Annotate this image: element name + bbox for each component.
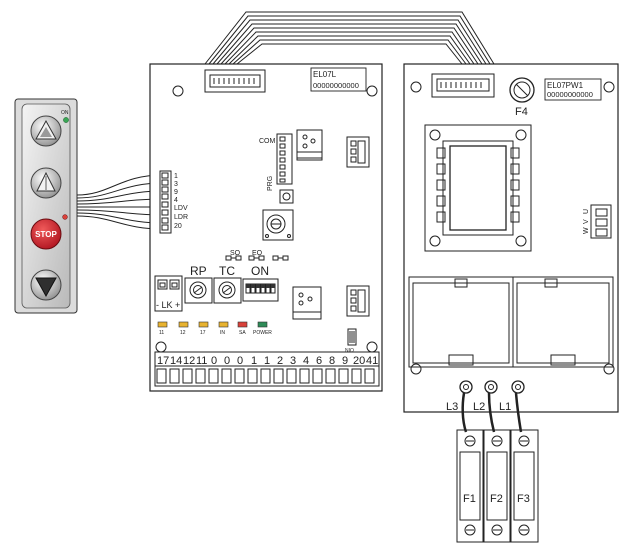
dip-switch[interactable]	[242, 278, 279, 302]
keypad-connector-pins	[161, 172, 169, 231]
eo-label: EO	[252, 250, 263, 257]
tc-label: TC	[219, 264, 235, 278]
svg-text:F3: F3	[517, 493, 530, 505]
svg-text:20: 20	[353, 355, 365, 367]
l2-label: L2	[473, 401, 485, 413]
svg-text:0: 0	[237, 355, 243, 367]
svg-text:8: 8	[329, 355, 335, 367]
com-connector-pins	[279, 136, 286, 183]
l3-label: L3	[446, 401, 458, 413]
svg-text:3: 3	[174, 181, 178, 188]
svg-text:9: 9	[342, 355, 348, 367]
svg-text:17: 17	[157, 355, 169, 367]
svg-text:14: 14	[170, 355, 182, 367]
rp-label: RP	[190, 264, 207, 278]
svg-text:41: 41	[366, 355, 378, 367]
uvw-connector: U V W	[583, 204, 612, 239]
terminal-block: 17 14 12 11 0 0 0 1 1 2 3 4 6 8 9 20 41	[154, 351, 380, 387]
prg-label: PRG	[267, 176, 274, 191]
contactor-right	[512, 276, 614, 368]
fuse-block: F1 F2 F3	[456, 429, 539, 543]
svg-text:F1: F1	[463, 493, 476, 505]
transformer	[424, 124, 532, 252]
svg-text:1: 1	[174, 173, 178, 180]
svg-text:0: 0	[211, 355, 217, 367]
svg-text:POWER: POWER	[253, 330, 272, 336]
svg-text:4: 4	[174, 197, 178, 204]
stop-button[interactable]: STOP	[30, 218, 62, 250]
svg-text:20: 20	[174, 223, 182, 230]
stop-led	[62, 214, 68, 220]
tc-potentiometer[interactable]	[213, 277, 242, 304]
svg-text:6: 6	[316, 355, 322, 367]
so-label: SO	[230, 250, 241, 257]
line-terminals[interactable]	[459, 380, 525, 394]
power-board-serial: 00000000000	[547, 90, 593, 99]
svg-text:12: 12	[183, 355, 195, 367]
svg-text:1: 1	[264, 355, 270, 367]
stop-label: STOP	[35, 230, 57, 239]
nio-jumper[interactable]	[347, 328, 357, 346]
status-leds: 11 12 17 IN SA POWER	[157, 321, 272, 336]
svg-text:3: 3	[290, 355, 296, 367]
svg-text:11: 11	[159, 330, 164, 336]
prg-button[interactable]	[279, 189, 294, 204]
power-board-model: EL07PW1	[547, 81, 584, 90]
down-arrow-icon	[35, 277, 57, 298]
dip-on-label: ON	[251, 264, 269, 278]
lk-label: - LK +	[156, 300, 180, 310]
svg-text:U: U	[583, 209, 590, 214]
f4-fuse-holder[interactable]	[509, 77, 535, 103]
svg-text:0: 0	[224, 355, 230, 367]
up-fast-button[interactable]	[30, 115, 62, 147]
up-button[interactable]	[30, 167, 62, 199]
fuse-f1[interactable]: F1	[456, 429, 484, 543]
svg-text:SA: SA	[239, 330, 246, 336]
svg-text:W: W	[583, 227, 590, 234]
svg-text:LDR: LDR	[174, 214, 188, 221]
svg-text:F2: F2	[490, 493, 503, 505]
lk-connector: - LK +	[154, 275, 183, 312]
power-ribbon-pins	[440, 82, 482, 88]
trim-pot-center[interactable]	[262, 209, 294, 241]
svg-text:17: 17	[200, 330, 206, 336]
control-board-serial: 00000000000	[313, 81, 359, 90]
svg-text:12: 12	[180, 330, 186, 336]
on-label: ON	[61, 110, 69, 116]
control-board-model: EL07L	[313, 70, 337, 79]
svg-text:9: 9	[174, 189, 178, 196]
f4-label: F4	[515, 106, 528, 118]
control-board: EL07L 00000000000 1 3 9 4 LDV LDR 20 COM	[149, 63, 383, 392]
fuse-f3[interactable]: F3	[510, 429, 539, 543]
jumpers[interactable]	[225, 255, 289, 261]
svg-text:11: 11	[196, 355, 207, 367]
rp-potentiometer[interactable]	[184, 277, 213, 304]
line-wires	[461, 392, 523, 433]
fuse-f2[interactable]: F2	[483, 429, 511, 543]
com-label: COM	[259, 138, 276, 145]
svg-text:V: V	[583, 219, 590, 224]
on-led	[63, 117, 69, 123]
down-button[interactable]	[30, 269, 62, 301]
nio-label: NIO	[345, 348, 354, 354]
l1-label: L1	[499, 401, 511, 413]
keypad: ON STOP	[14, 98, 78, 314]
ribbon-connector-pins	[213, 78, 255, 84]
svg-text:2: 2	[277, 355, 283, 367]
keypad-connector-labels: 1 3 9 4 LDV LDR 20	[174, 173, 188, 230]
svg-text:4: 4	[303, 355, 309, 367]
svg-text:1: 1	[251, 355, 257, 367]
ribbon-cable	[204, 11, 495, 65]
power-board: F4 EL07PW1 00000000000 U	[403, 63, 619, 413]
terminal-screws[interactable]	[156, 368, 375, 384]
svg-text:LDV: LDV	[174, 205, 188, 212]
svg-text:IN: IN	[220, 330, 225, 336]
